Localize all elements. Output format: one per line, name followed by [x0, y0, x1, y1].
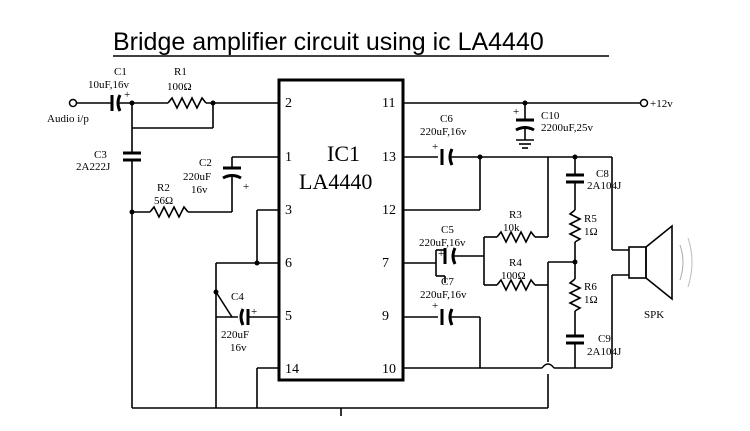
supply-terminal-icon [639, 98, 649, 108]
r6-resistor [568, 278, 582, 312]
input-label: Audio i/p [47, 113, 89, 125]
input-network: + + [68, 89, 279, 408]
c2-ref: C2 [199, 157, 212, 169]
supply-label: +12v [650, 98, 673, 110]
r3-resistor [496, 230, 536, 244]
c3-ref: C3 [94, 149, 107, 161]
speaker-icon [628, 224, 693, 301]
r2-resistor [149, 205, 189, 219]
c7-value: 220uF,16v [420, 289, 467, 301]
r3-value: 10k [503, 222, 520, 234]
c3-value: 2A222J [76, 161, 111, 173]
c8-value: 2A104J [587, 180, 622, 192]
r2-ref: R2 [157, 182, 170, 194]
pin-12: 12 [382, 203, 396, 218]
c10-value: 2200uF,25v [541, 122, 593, 134]
c9-value: 2A104J [587, 346, 622, 358]
c6-plus-sign: + [432, 141, 438, 153]
r1-ref: R1 [174, 66, 187, 78]
pin-11: 11 [382, 96, 395, 111]
r4-value: 100Ω [501, 270, 526, 282]
c2-curved-plate [222, 174, 242, 180]
r6-ref: R6 [584, 281, 597, 293]
ic-part: LA4440 [299, 169, 372, 194]
c4-plus-sign: + [251, 306, 257, 318]
wire-crossover [541, 363, 555, 369]
r6-value: 1Ω [584, 294, 598, 306]
ic-name: IC1 [327, 141, 360, 166]
c1-ref: C1 [114, 66, 127, 78]
r1-resistor [167, 96, 207, 110]
input-terminal-icon [68, 98, 78, 108]
c4-value-1: 220uF [221, 329, 249, 341]
c5-plus-sign: + [438, 248, 444, 260]
speaker-label: SPK [644, 309, 664, 321]
r4-resistor [496, 278, 536, 292]
c4-curved-plate [239, 308, 245, 326]
c4-value-2: 16v [230, 342, 247, 354]
c5-ref: C5 [441, 224, 454, 236]
r1-value: 100Ω [167, 81, 192, 93]
c2-plus-sign: + [243, 181, 249, 193]
pin-14: 14 [285, 362, 299, 377]
c1-plus-sign: + [124, 89, 130, 101]
ic-body [277, 78, 405, 382]
r2-value: 56Ω [154, 195, 173, 207]
pin-6: 6 [285, 256, 292, 271]
pin-7: 7 [382, 256, 389, 271]
c10-plus-sign: + [513, 106, 519, 118]
pin-2: 2 [285, 96, 292, 111]
r5-ref: R5 [584, 213, 597, 225]
c2-value-1: 220uF [183, 171, 211, 183]
output-network: + + [132, 98, 693, 416]
pin-5: 5 [285, 309, 292, 324]
r5-value: 1Ω [584, 226, 598, 238]
c1-curved-plate [116, 94, 122, 112]
c4-ref: C4 [231, 291, 244, 303]
c6-ref: C6 [440, 113, 453, 125]
r3-ref: R3 [509, 209, 522, 221]
c10-curved-plate [515, 126, 535, 132]
diagram-title: Bridge amplifier circuit using ic LA4440 [113, 28, 544, 56]
pin-10: 10 [382, 362, 396, 377]
c10-ref: C10 [541, 110, 560, 122]
pin-3: 3 [285, 203, 292, 218]
c2-value-2: 16v [191, 184, 208, 196]
r5-resistor [568, 209, 582, 243]
pin-1: 1 [285, 150, 292, 165]
pin-9: 9 [382, 309, 389, 324]
c8-ref: C8 [596, 168, 609, 180]
c7-ref: C7 [441, 276, 454, 288]
c5-value: 220uF,16v [419, 237, 466, 249]
c1-value: 10uF,16v [88, 79, 129, 91]
c9-ref: C9 [598, 333, 611, 345]
pin-13: 13 [382, 150, 396, 165]
r4-ref: R4 [509, 257, 522, 269]
c6-value: 220uF,16v [420, 126, 467, 138]
c7-plus-sign: + [432, 300, 438, 312]
